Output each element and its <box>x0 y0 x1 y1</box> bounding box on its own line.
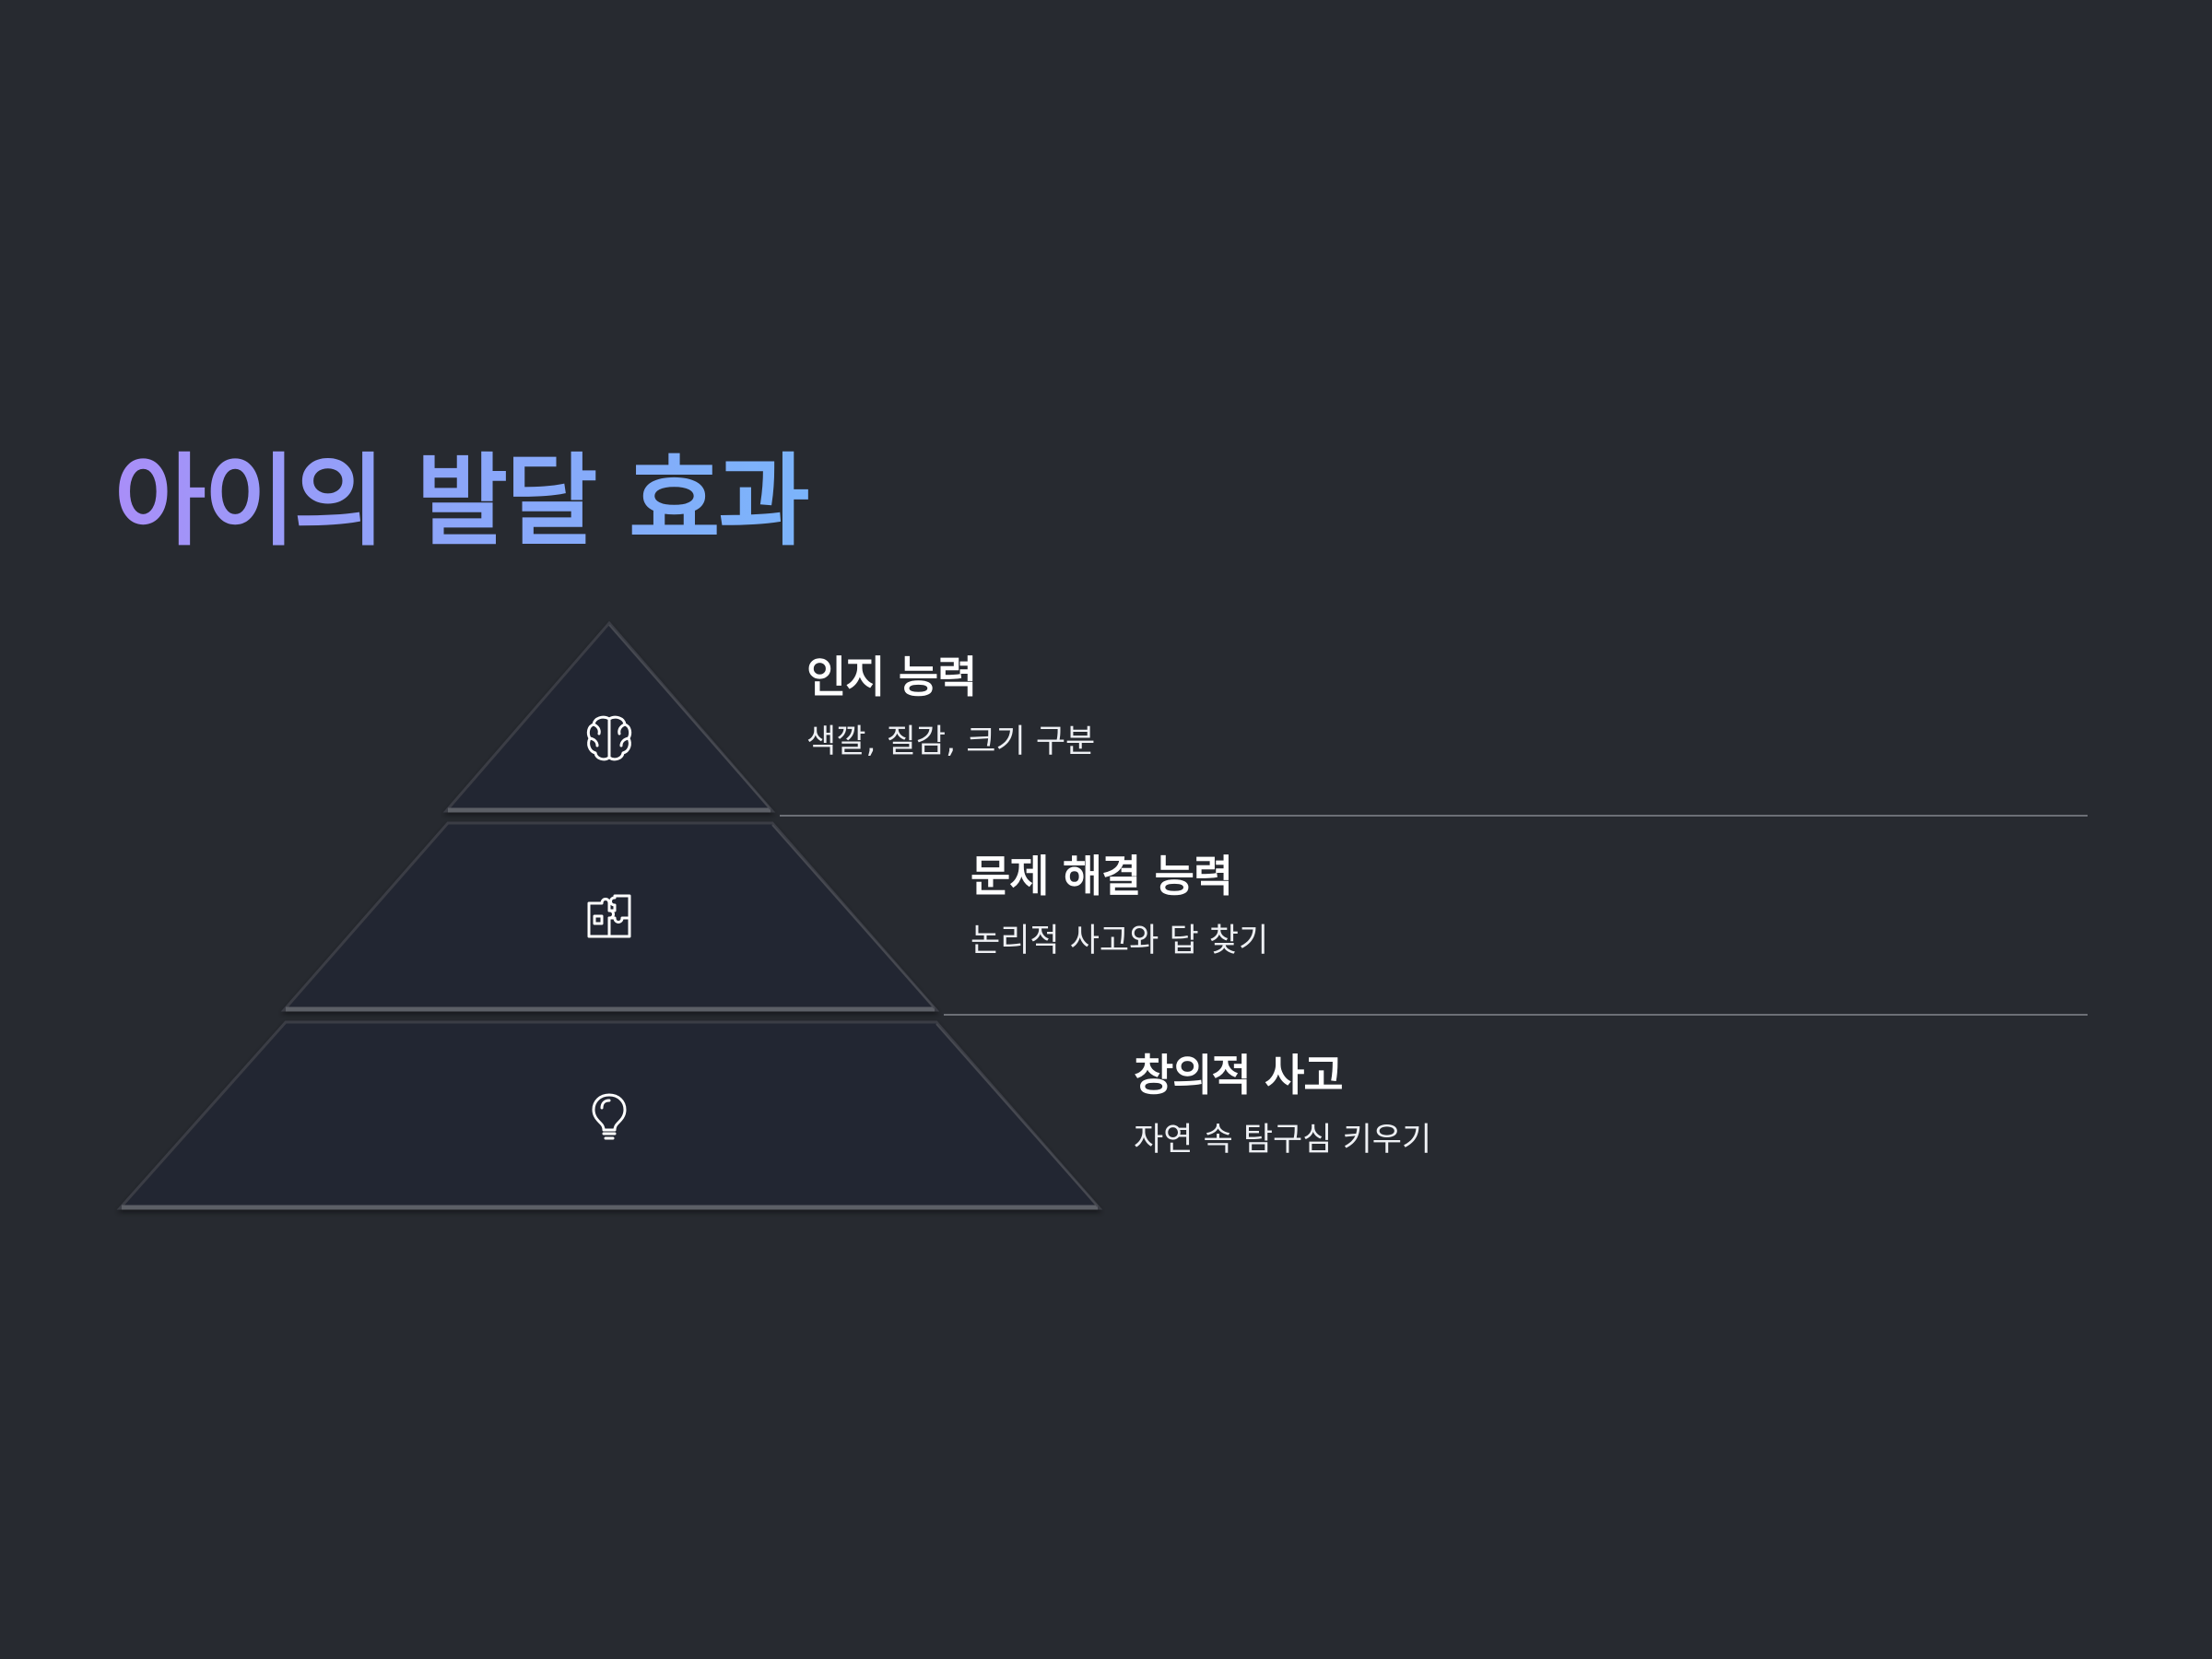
tier-title-cognitive: 인지 능력 <box>806 653 977 703</box>
puzzle-icon <box>587 894 631 938</box>
tier-label-2: 문제 해결 능력 논리적 사고와 답 찾기 <box>971 850 1268 962</box>
pyramid-tier-1 <box>442 620 776 813</box>
brain-icon <box>586 715 632 761</box>
pyramid-tier-3 <box>116 1020 1103 1210</box>
tier-title-problem-solving: 문제 해결 능력 <box>971 852 1233 902</box>
tier-desc-creative: 자연 속 탐구심 키우기 <box>1134 1122 1432 1159</box>
tier-label-3: 창의적 사고 자연 속 탐구심 키우기 <box>1134 1049 1431 1161</box>
page-title: 아이의 발달 효과 <box>114 433 810 571</box>
tier-label-1: 인지 능력 색깔, 질감, 크기 구분 <box>806 651 1095 763</box>
lightbulb-icon <box>592 1093 627 1140</box>
tier-desc-cognitive: 색깔, 질감, 크기 구분 <box>806 724 1096 760</box>
tier-desc-problem-solving: 논리적 사고와 답 찾기 <box>971 923 1269 959</box>
tier-title-creative: 창의적 사고 <box>1134 1051 1344 1101</box>
